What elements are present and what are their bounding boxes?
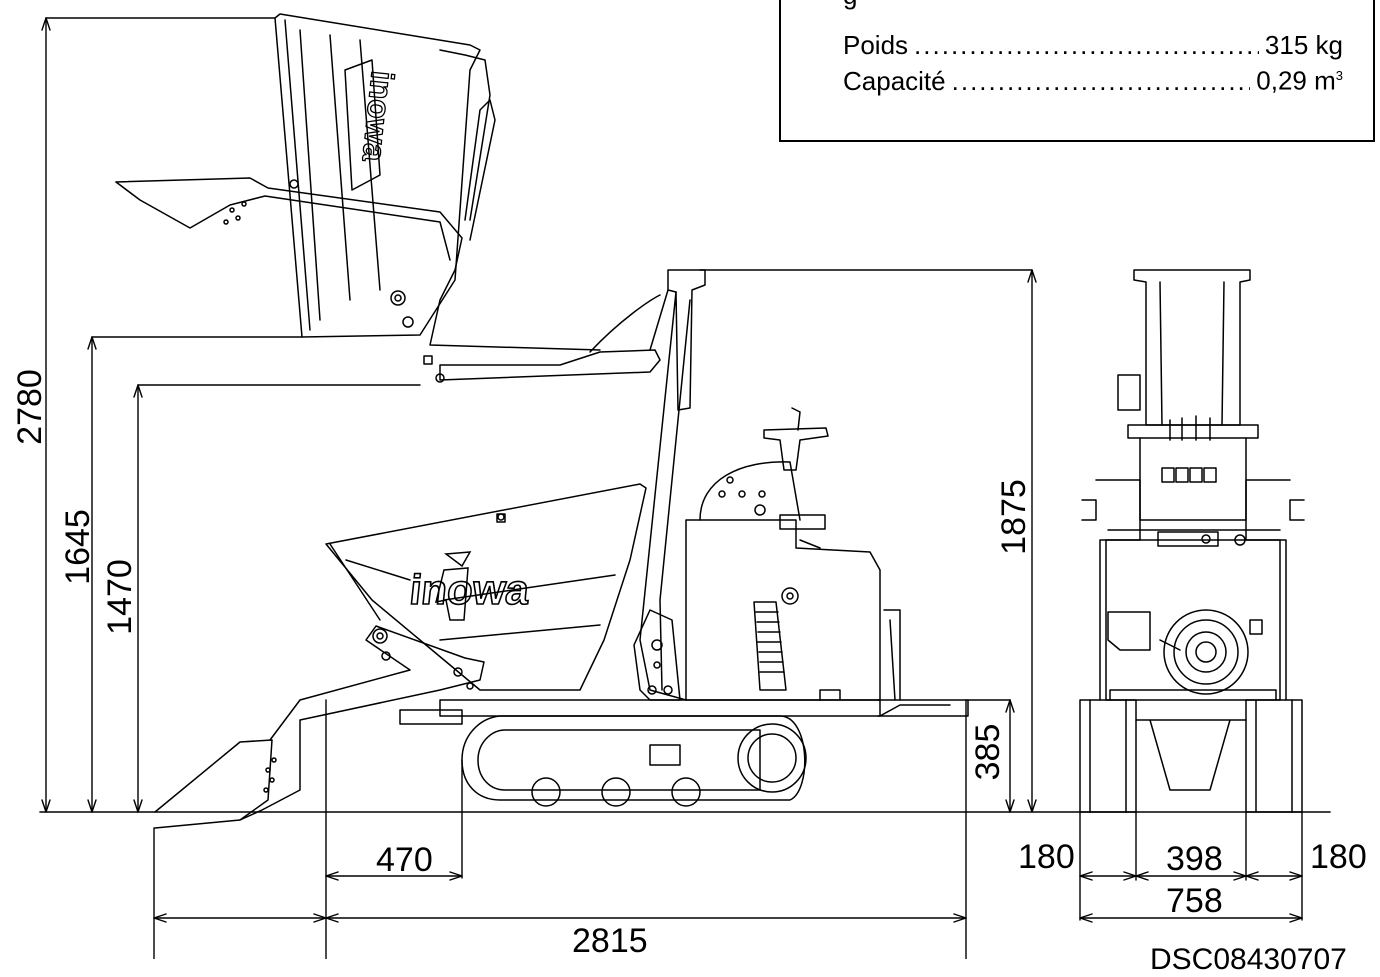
dim-overall-length: 2815 bbox=[572, 922, 648, 960]
dimension-lines-right bbox=[699, 269, 1037, 813]
spec-label-capacity: Capacité bbox=[843, 65, 946, 96]
brand-logo-text-raised: inowa bbox=[356, 69, 401, 163]
dimension-lines-left bbox=[41, 17, 421, 813]
spec-dots bbox=[952, 66, 1251, 96]
spec-heading-clipped: g bbox=[843, 0, 857, 10]
dim-dump-height-b: 1470 bbox=[101, 559, 139, 635]
brand-logo-text: inowa bbox=[408, 566, 532, 613]
spec-row-capacity: Capacité 0,29 m3 bbox=[843, 61, 1343, 96]
spec-value-capacity: 0,29 m3 bbox=[1256, 65, 1343, 96]
spec-label-weight: Poids bbox=[843, 30, 909, 60]
dim-track-left: 180 bbox=[1018, 838, 1075, 876]
spec-box: g Poids 315 kg Capacité 0,29 m3 bbox=[779, 0, 1375, 142]
spec-dots bbox=[914, 30, 1259, 60]
inowa-logo-raised: inowa bbox=[355, 69, 402, 164]
dim-front-offset: 470 bbox=[376, 841, 433, 879]
raised-skip bbox=[115, 13, 661, 383]
track-assembly bbox=[439, 699, 969, 807]
spec-row-weight: Poids 315 kg bbox=[843, 30, 1343, 60]
lowered-skip bbox=[325, 483, 647, 691]
dim-track-right: 180 bbox=[1310, 838, 1367, 876]
inowa-logo: inowa bbox=[407, 551, 533, 621]
lowered-loader bbox=[154, 625, 485, 829]
dim-track-gap: 398 bbox=[1166, 840, 1223, 878]
dim-overall-height: 2780 bbox=[11, 369, 49, 445]
dim-dump-height-a: 1645 bbox=[59, 509, 97, 585]
spec-value-weight: 315 kg bbox=[1264, 30, 1343, 60]
mast-frame bbox=[633, 269, 706, 701]
dimension-lines-bottom bbox=[153, 699, 1303, 959]
dim-platform-height: 385 bbox=[969, 723, 1007, 781]
engine-housing bbox=[685, 407, 901, 701]
front-view bbox=[1079, 269, 1305, 813]
reference-code: DSC08430707 bbox=[1150, 943, 1347, 976]
dim-overall-width: 758 bbox=[1166, 882, 1223, 920]
dim-frame-height: 1875 bbox=[995, 479, 1033, 555]
